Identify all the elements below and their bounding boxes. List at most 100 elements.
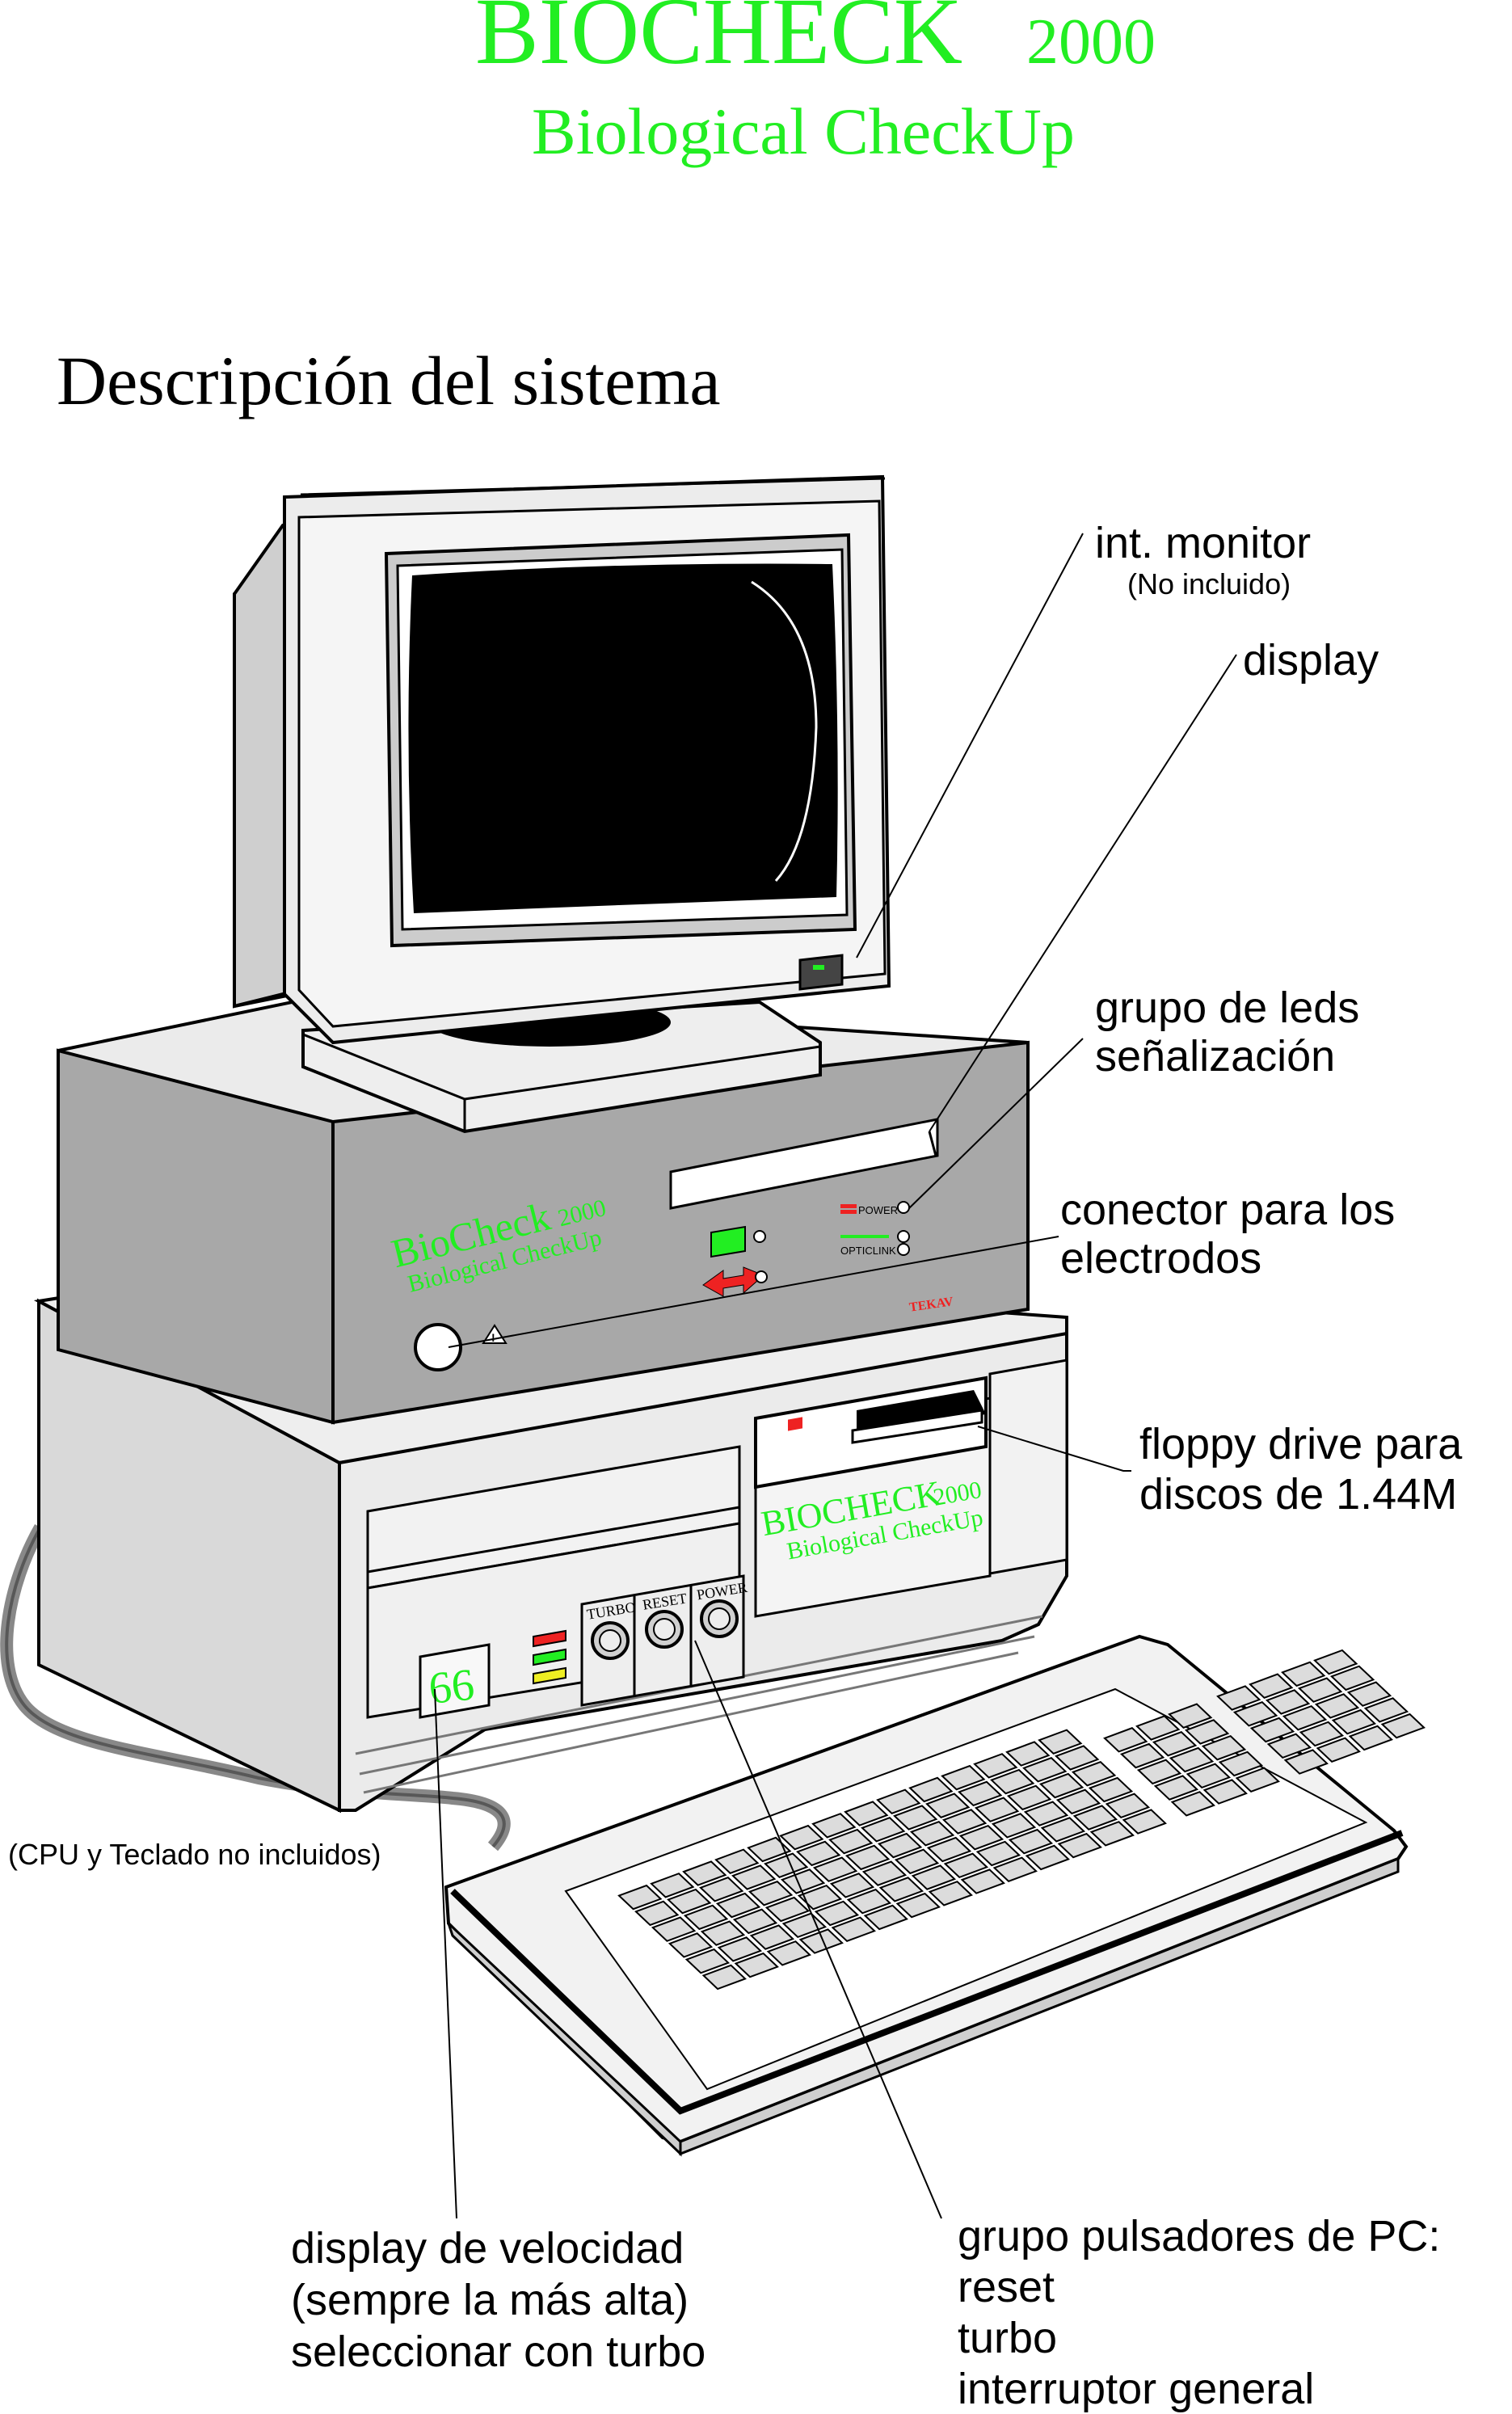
keyboard-key[interactable] xyxy=(714,1848,760,1874)
keyboard-key[interactable] xyxy=(1249,1673,1294,1699)
keyboard-key[interactable] xyxy=(715,1892,761,1919)
keyboard-key[interactable] xyxy=(764,1852,809,1878)
keyboard-key[interactable] xyxy=(925,1793,971,1818)
keyboard-key[interactable] xyxy=(814,1900,860,1927)
keyboard-keys[interactable] xyxy=(617,1649,1426,1991)
keyboard-key[interactable] xyxy=(1314,1693,1360,1719)
keyboard-key[interactable] xyxy=(683,1904,729,1931)
keyboard-key[interactable] xyxy=(844,1801,889,1826)
keyboard-key[interactable] xyxy=(908,1776,954,1803)
keyboard-key[interactable] xyxy=(975,1840,1021,1867)
keyboard-key[interactable] xyxy=(1380,1713,1426,1739)
keyboard-key[interactable] xyxy=(1005,1741,1051,1767)
keyboard-key[interactable] xyxy=(1105,1793,1151,1819)
keyboard-key[interactable] xyxy=(717,1936,763,1962)
keyboard-key[interactable] xyxy=(650,1873,695,1898)
keyboard-key[interactable] xyxy=(991,1813,1037,1839)
keyboard-key[interactable] xyxy=(1103,1727,1148,1753)
keyboard-key[interactable] xyxy=(796,1840,841,1867)
keyboard[interactable] xyxy=(444,1634,1426,2157)
keyboard-key[interactable] xyxy=(863,1904,908,1931)
keyboard-key[interactable] xyxy=(1184,1719,1230,1745)
keyboard-key[interactable] xyxy=(1025,1844,1070,1871)
keyboard-key[interactable] xyxy=(732,1908,778,1935)
keyboard-key[interactable] xyxy=(798,1928,844,1954)
keyboard-key[interactable] xyxy=(1316,1737,1361,1763)
keyboard-key[interactable] xyxy=(811,1813,857,1839)
keyboard-key[interactable] xyxy=(1055,1788,1101,1815)
keyboard-key[interactable] xyxy=(895,1892,941,1919)
keyboard-key[interactable] xyxy=(958,1824,1004,1851)
keyboard-key[interactable] xyxy=(1008,1828,1054,1855)
keyboard-key[interactable] xyxy=(1235,1767,1280,1793)
keyboard-key[interactable] xyxy=(1329,1665,1375,1691)
keyboard-key[interactable] xyxy=(876,1788,921,1814)
keyboard-key[interactable] xyxy=(1265,1689,1311,1715)
turbo-button[interactable]: TURBO xyxy=(586,1599,637,1660)
keyboard-key[interactable] xyxy=(734,1952,779,1978)
keyboard-key[interactable] xyxy=(766,1940,811,1966)
keyboard-key[interactable] xyxy=(700,1920,746,1946)
keyboard-key[interactable] xyxy=(1038,1729,1083,1755)
keyboard-key[interactable] xyxy=(780,1868,826,1894)
keyboard-key[interactable] xyxy=(960,1868,1005,1894)
keyboard-key[interactable] xyxy=(1089,1821,1135,1847)
keyboard-key[interactable] xyxy=(1072,1805,1118,1831)
keyboard-key[interactable] xyxy=(1168,1703,1213,1729)
keyboard-key[interactable] xyxy=(1055,1745,1100,1771)
keyboard-key[interactable] xyxy=(846,1888,892,1915)
keyboard-key[interactable] xyxy=(731,1864,777,1890)
keyboard-key[interactable] xyxy=(748,1880,794,1906)
keyboard-key[interactable] xyxy=(1266,1733,1312,1759)
keyboard-key[interactable] xyxy=(1038,1772,1085,1799)
keyboard-key[interactable] xyxy=(684,1948,731,1974)
keyboard-key[interactable] xyxy=(668,1932,714,1958)
keyboard-key[interactable] xyxy=(1218,1750,1264,1777)
keyboard-key[interactable] xyxy=(1023,1801,1069,1826)
keyboard-key[interactable] xyxy=(974,1797,1020,1822)
keyboard-key[interactable] xyxy=(958,1780,1003,1807)
keyboard-key[interactable] xyxy=(928,1881,973,1906)
keyboard-key[interactable] xyxy=(1186,1763,1232,1789)
keyboard-key[interactable] xyxy=(1119,1742,1165,1769)
keyboard-key[interactable] xyxy=(617,1884,663,1911)
keyboard-key[interactable] xyxy=(1346,1681,1392,1707)
keyboard-key[interactable] xyxy=(651,1916,697,1942)
electrode-connector[interactable] xyxy=(414,1323,462,1371)
keyboard-key[interactable] xyxy=(701,1964,747,1991)
keyboard-key[interactable] xyxy=(861,1817,906,1843)
keyboard-key[interactable] xyxy=(1088,1776,1134,1803)
keyboard-key[interactable] xyxy=(779,1824,824,1851)
keyboard-key[interactable] xyxy=(992,1856,1038,1882)
keyboard-key[interactable] xyxy=(943,1852,989,1879)
keyboard-key[interactable] xyxy=(812,1856,858,1882)
keyboard-key[interactable] xyxy=(909,1820,955,1847)
keyboard-key[interactable] xyxy=(781,1912,828,1939)
keyboard-key[interactable] xyxy=(1040,1817,1086,1843)
keyboard-key[interactable] xyxy=(844,1844,891,1871)
keyboard-key[interactable] xyxy=(973,1753,1018,1779)
keyboard-key[interactable] xyxy=(1363,1697,1409,1723)
keyboard-key[interactable] xyxy=(829,1873,875,1898)
keyboard-key[interactable] xyxy=(1170,1791,1215,1817)
keyboard-key[interactable] xyxy=(1232,1700,1278,1727)
keyboard-key[interactable] xyxy=(878,1877,924,1902)
keyboard-key[interactable] xyxy=(1022,1757,1068,1783)
floppy-drive[interactable] xyxy=(754,1376,988,1489)
keyboard-key[interactable] xyxy=(1297,1677,1343,1703)
keyboard-key[interactable] xyxy=(1071,1760,1117,1787)
keyboard-key[interactable] xyxy=(990,1768,1035,1795)
keyboard-key[interactable] xyxy=(894,1848,940,1875)
keyboard-key[interactable] xyxy=(926,1836,972,1863)
keyboard-key[interactable] xyxy=(877,1832,923,1859)
keyboard-key[interactable] xyxy=(831,1916,876,1942)
keyboard-key[interactable] xyxy=(1281,1661,1326,1687)
keyboard-key[interactable] xyxy=(1299,1721,1345,1747)
keyboard-key[interactable] xyxy=(1216,1685,1261,1711)
keyboard-key[interactable] xyxy=(1136,1759,1182,1785)
keyboard-key[interactable] xyxy=(1169,1746,1215,1773)
keyboard-key[interactable] xyxy=(911,1864,957,1890)
keyboard-key[interactable] xyxy=(749,1924,795,1950)
keyboard-key[interactable] xyxy=(1057,1832,1102,1859)
keyboard-key[interactable] xyxy=(1348,1725,1393,1751)
